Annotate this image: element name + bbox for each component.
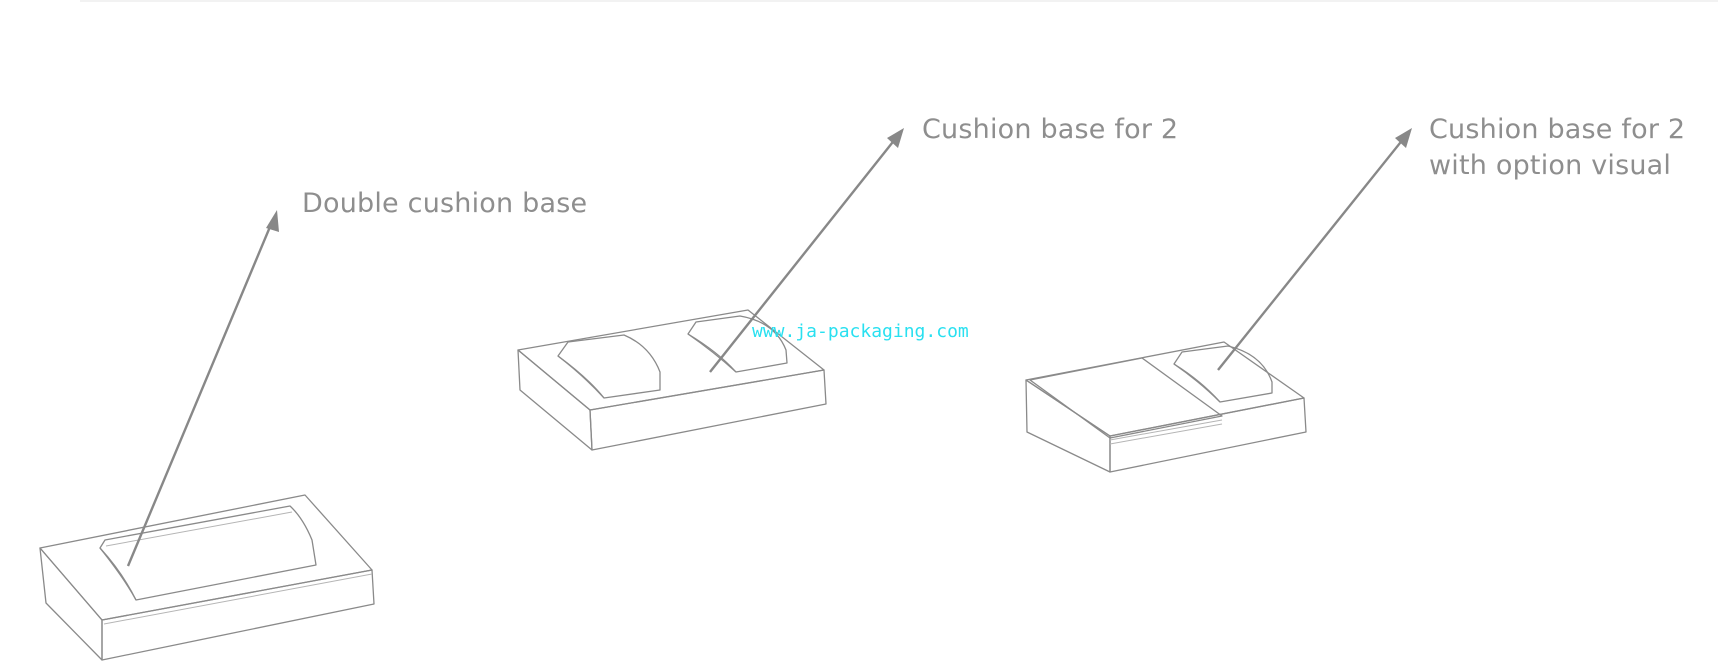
base3-front-face <box>1109 397 1307 473</box>
double-cushion-base-drawing <box>39 494 375 661</box>
arrow-2 <box>709 128 904 373</box>
base3-top-face <box>1025 341 1305 437</box>
option-visual-panel <box>1029 357 1223 439</box>
cushion-base-option-visual-drawing <box>1025 341 1307 473</box>
label-cushion-base-for-2: Cushion base for 2 <box>922 114 1179 145</box>
arrow-1 <box>126 210 279 567</box>
cushion-base-for-2-drawing <box>517 309 827 451</box>
base-front-face <box>101 569 375 661</box>
label-double-cushion-base: Double cushion base <box>302 188 588 219</box>
long-cushion-curve <box>99 547 137 601</box>
watermark-text: www.ja-packaging.com <box>752 321 969 342</box>
label-cushion-base-option-line2: with option visual <box>1429 150 1672 181</box>
base2-front-face <box>589 369 827 451</box>
label-cushion-base-option-line1: Cushion base for 2 <box>1429 114 1686 145</box>
cushion-b <box>687 315 788 373</box>
base3-left-face <box>1025 379 1111 473</box>
long-cushion-top <box>99 505 317 601</box>
base2-left-face <box>517 349 593 451</box>
arrow-3 <box>1217 128 1412 371</box>
base-left-face <box>39 547 103 661</box>
cushion-a <box>557 334 661 399</box>
